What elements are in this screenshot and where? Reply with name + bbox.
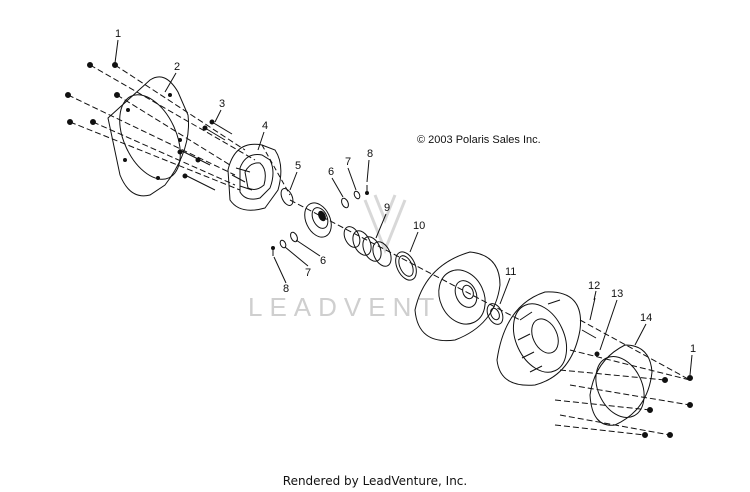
copyright-notice: © 2003 Polaris Sales Inc. [417, 134, 541, 146]
callout-4: 4 [262, 120, 269, 132]
washer-5 [280, 188, 294, 206]
callout-6-upper: 6 [328, 166, 335, 178]
callout-8-upper: 8 [367, 148, 374, 160]
right-bolts [554, 349, 693, 438]
callout-7-lower: 7 [305, 267, 312, 279]
callout-11: 11 [505, 266, 517, 278]
callout-1-top: 1 [115, 28, 122, 40]
callout-7-upper: 7 [345, 156, 352, 168]
leader-lines [114, 39, 693, 376]
moveable-sheave [414, 251, 501, 342]
callout-10: 10 [413, 220, 426, 232]
gasket-ring-left [107, 76, 190, 197]
gasket-ring-right [589, 344, 653, 426]
hardware-upper [341, 185, 369, 209]
callout-5: 5 [295, 160, 302, 172]
callout-12: 12 [588, 280, 601, 292]
watermark-logo [363, 194, 407, 255]
callout-9: 9 [384, 202, 391, 214]
hardware-lower [271, 231, 298, 256]
center-bearing [304, 202, 332, 238]
callout-1-right: 1 [690, 343, 697, 355]
small-parts-12-13 [581, 297, 600, 357]
fixed-sheave [496, 291, 691, 386]
callout-3: 3 [219, 98, 226, 110]
small-screws-3 [177, 119, 233, 191]
callout-14: 14 [640, 312, 653, 324]
callout-13: 13 [611, 288, 624, 300]
ring-10 [395, 251, 417, 281]
footer-credit: Rendered by LeadVenture, Inc. [282, 474, 468, 488]
cover-housing [227, 143, 291, 211]
left-bolts [65, 62, 256, 191]
callout-8-lower: 8 [283, 283, 290, 295]
spring-9 [343, 226, 392, 267]
callout-2: 2 [174, 61, 181, 73]
watermark-text: LEADVENT [248, 292, 442, 322]
callout-6-lower: 6 [320, 255, 327, 267]
washer-11 [486, 303, 504, 325]
